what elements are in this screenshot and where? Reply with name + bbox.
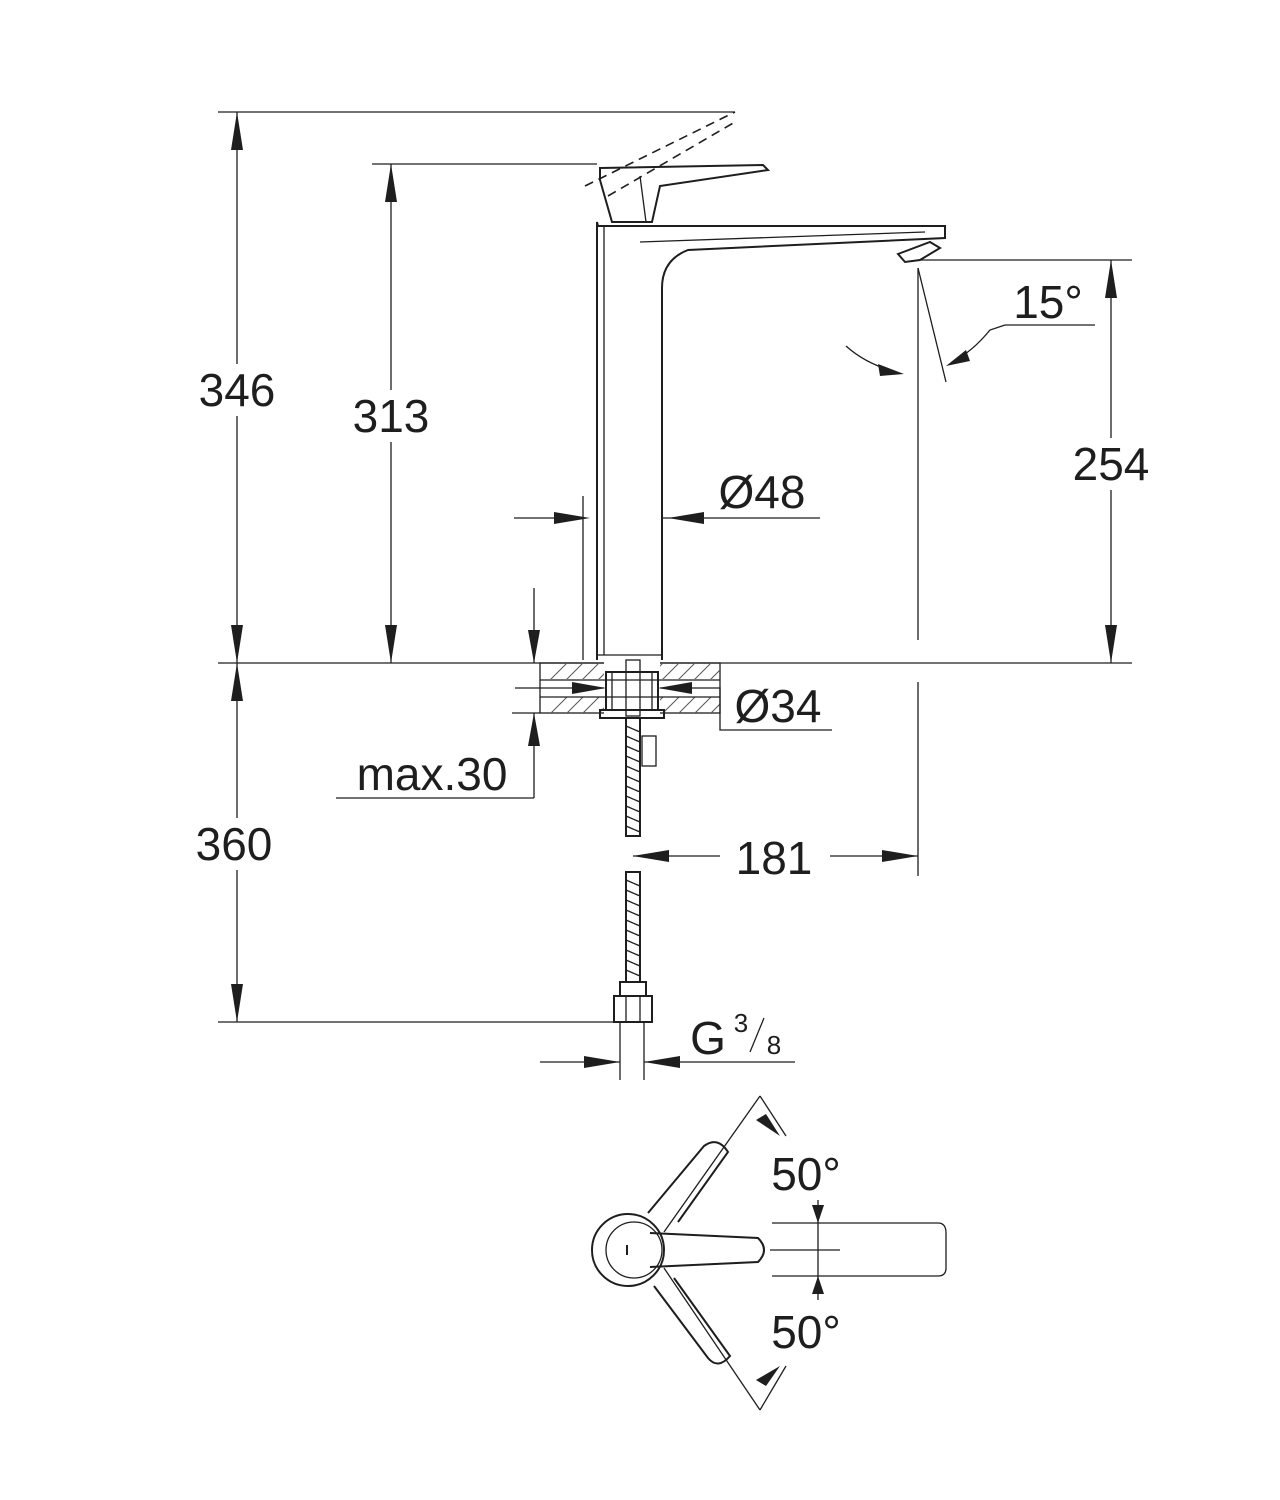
hole-diameter-label: Ø34 bbox=[735, 680, 822, 732]
supply-hose bbox=[613, 717, 653, 1080]
projection-label: 181 bbox=[736, 832, 813, 884]
max-thickness-label: max.30 bbox=[357, 748, 508, 800]
overall-height-label: 346 bbox=[199, 364, 276, 416]
connection-denominator-label: 8 bbox=[767, 1030, 781, 1060]
outlet-height-label: 254 bbox=[1073, 438, 1150, 490]
spout-height-label: 313 bbox=[353, 390, 430, 442]
dimension-connection-thread bbox=[540, 1017, 795, 1068]
connection-numerator-label: 3 bbox=[734, 1008, 748, 1038]
spray-angle-indicator bbox=[845, 267, 1095, 640]
dimension-body-diameter bbox=[514, 496, 820, 660]
rotation-angle-top-label: 50° bbox=[771, 1148, 841, 1200]
faucet-body bbox=[584, 111, 946, 660]
rotation-angle-dimensions bbox=[663, 1095, 824, 1411]
body-diameter-label: Ø48 bbox=[719, 466, 806, 518]
countertop-section bbox=[539, 660, 721, 716]
rotation-angle-bottom-label: 50° bbox=[771, 1306, 841, 1358]
dimension-projection bbox=[633, 682, 919, 876]
hose-length-label: 360 bbox=[196, 818, 273, 870]
connection-letter-label: G bbox=[690, 1012, 726, 1064]
dimension-hole-diameter bbox=[515, 682, 832, 731]
dimension-max-thickness bbox=[336, 588, 540, 799]
top-view-lever bbox=[591, 1141, 947, 1365]
spray-angle-label: 15° bbox=[1013, 276, 1083, 328]
